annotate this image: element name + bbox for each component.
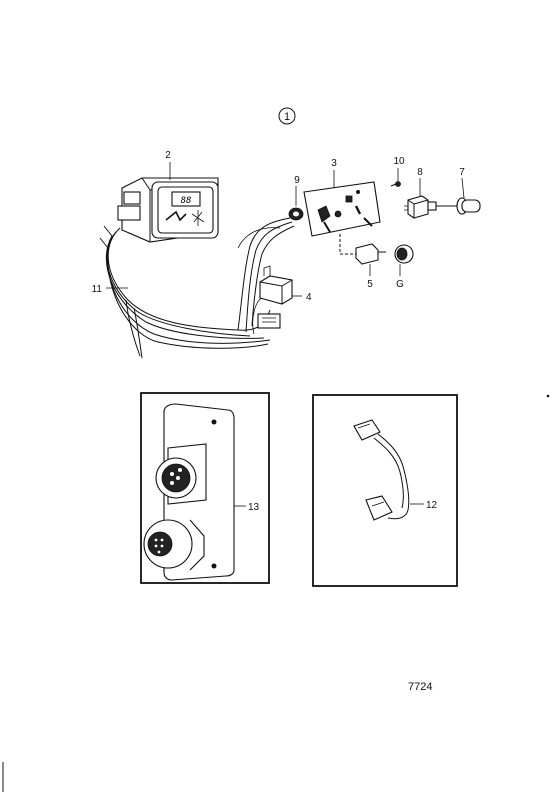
display-window [171, 191, 201, 207]
callout-6: G [396, 279, 404, 290]
adapter-cable-frame [312, 394, 458, 587]
relay [257, 265, 293, 329]
callout-3: 3 [331, 158, 337, 169]
grommet [288, 207, 304, 221]
stray-mark [546, 394, 550, 398]
screw [390, 181, 401, 187]
callout-12: 12 [426, 500, 438, 511]
control-panel [303, 181, 381, 255]
callout-13: 13 [248, 502, 260, 513]
callout-10: 10 [393, 156, 405, 167]
callout-7: 7 [459, 167, 465, 178]
connector-plate-frame [140, 392, 270, 584]
wiring-harness [99, 217, 295, 359]
leader-7 [461, 177, 465, 199]
callout-5: 5 [367, 279, 373, 290]
callout-9: 9 [294, 175, 300, 186]
display-readout: 88 [181, 196, 192, 206]
cable-plug-upper [353, 419, 381, 441]
indicator-lens [394, 244, 414, 264]
view-number-circle [278, 107, 296, 125]
cable-plug-lower [365, 495, 393, 521]
view-number-marker: 1 [278, 107, 296, 125]
switch [404, 195, 437, 219]
display-unit: 88 [117, 177, 219, 243]
callout-11: 11 [92, 284, 103, 295]
lamp-holder [355, 243, 386, 265]
callout-8: 8 [417, 167, 423, 178]
view-number: 1 [284, 111, 290, 123]
callout-4: 4 [306, 292, 312, 303]
callout-2: 2 [165, 150, 171, 161]
drawing-number: 7724 [408, 681, 432, 693]
knob [436, 197, 481, 215]
